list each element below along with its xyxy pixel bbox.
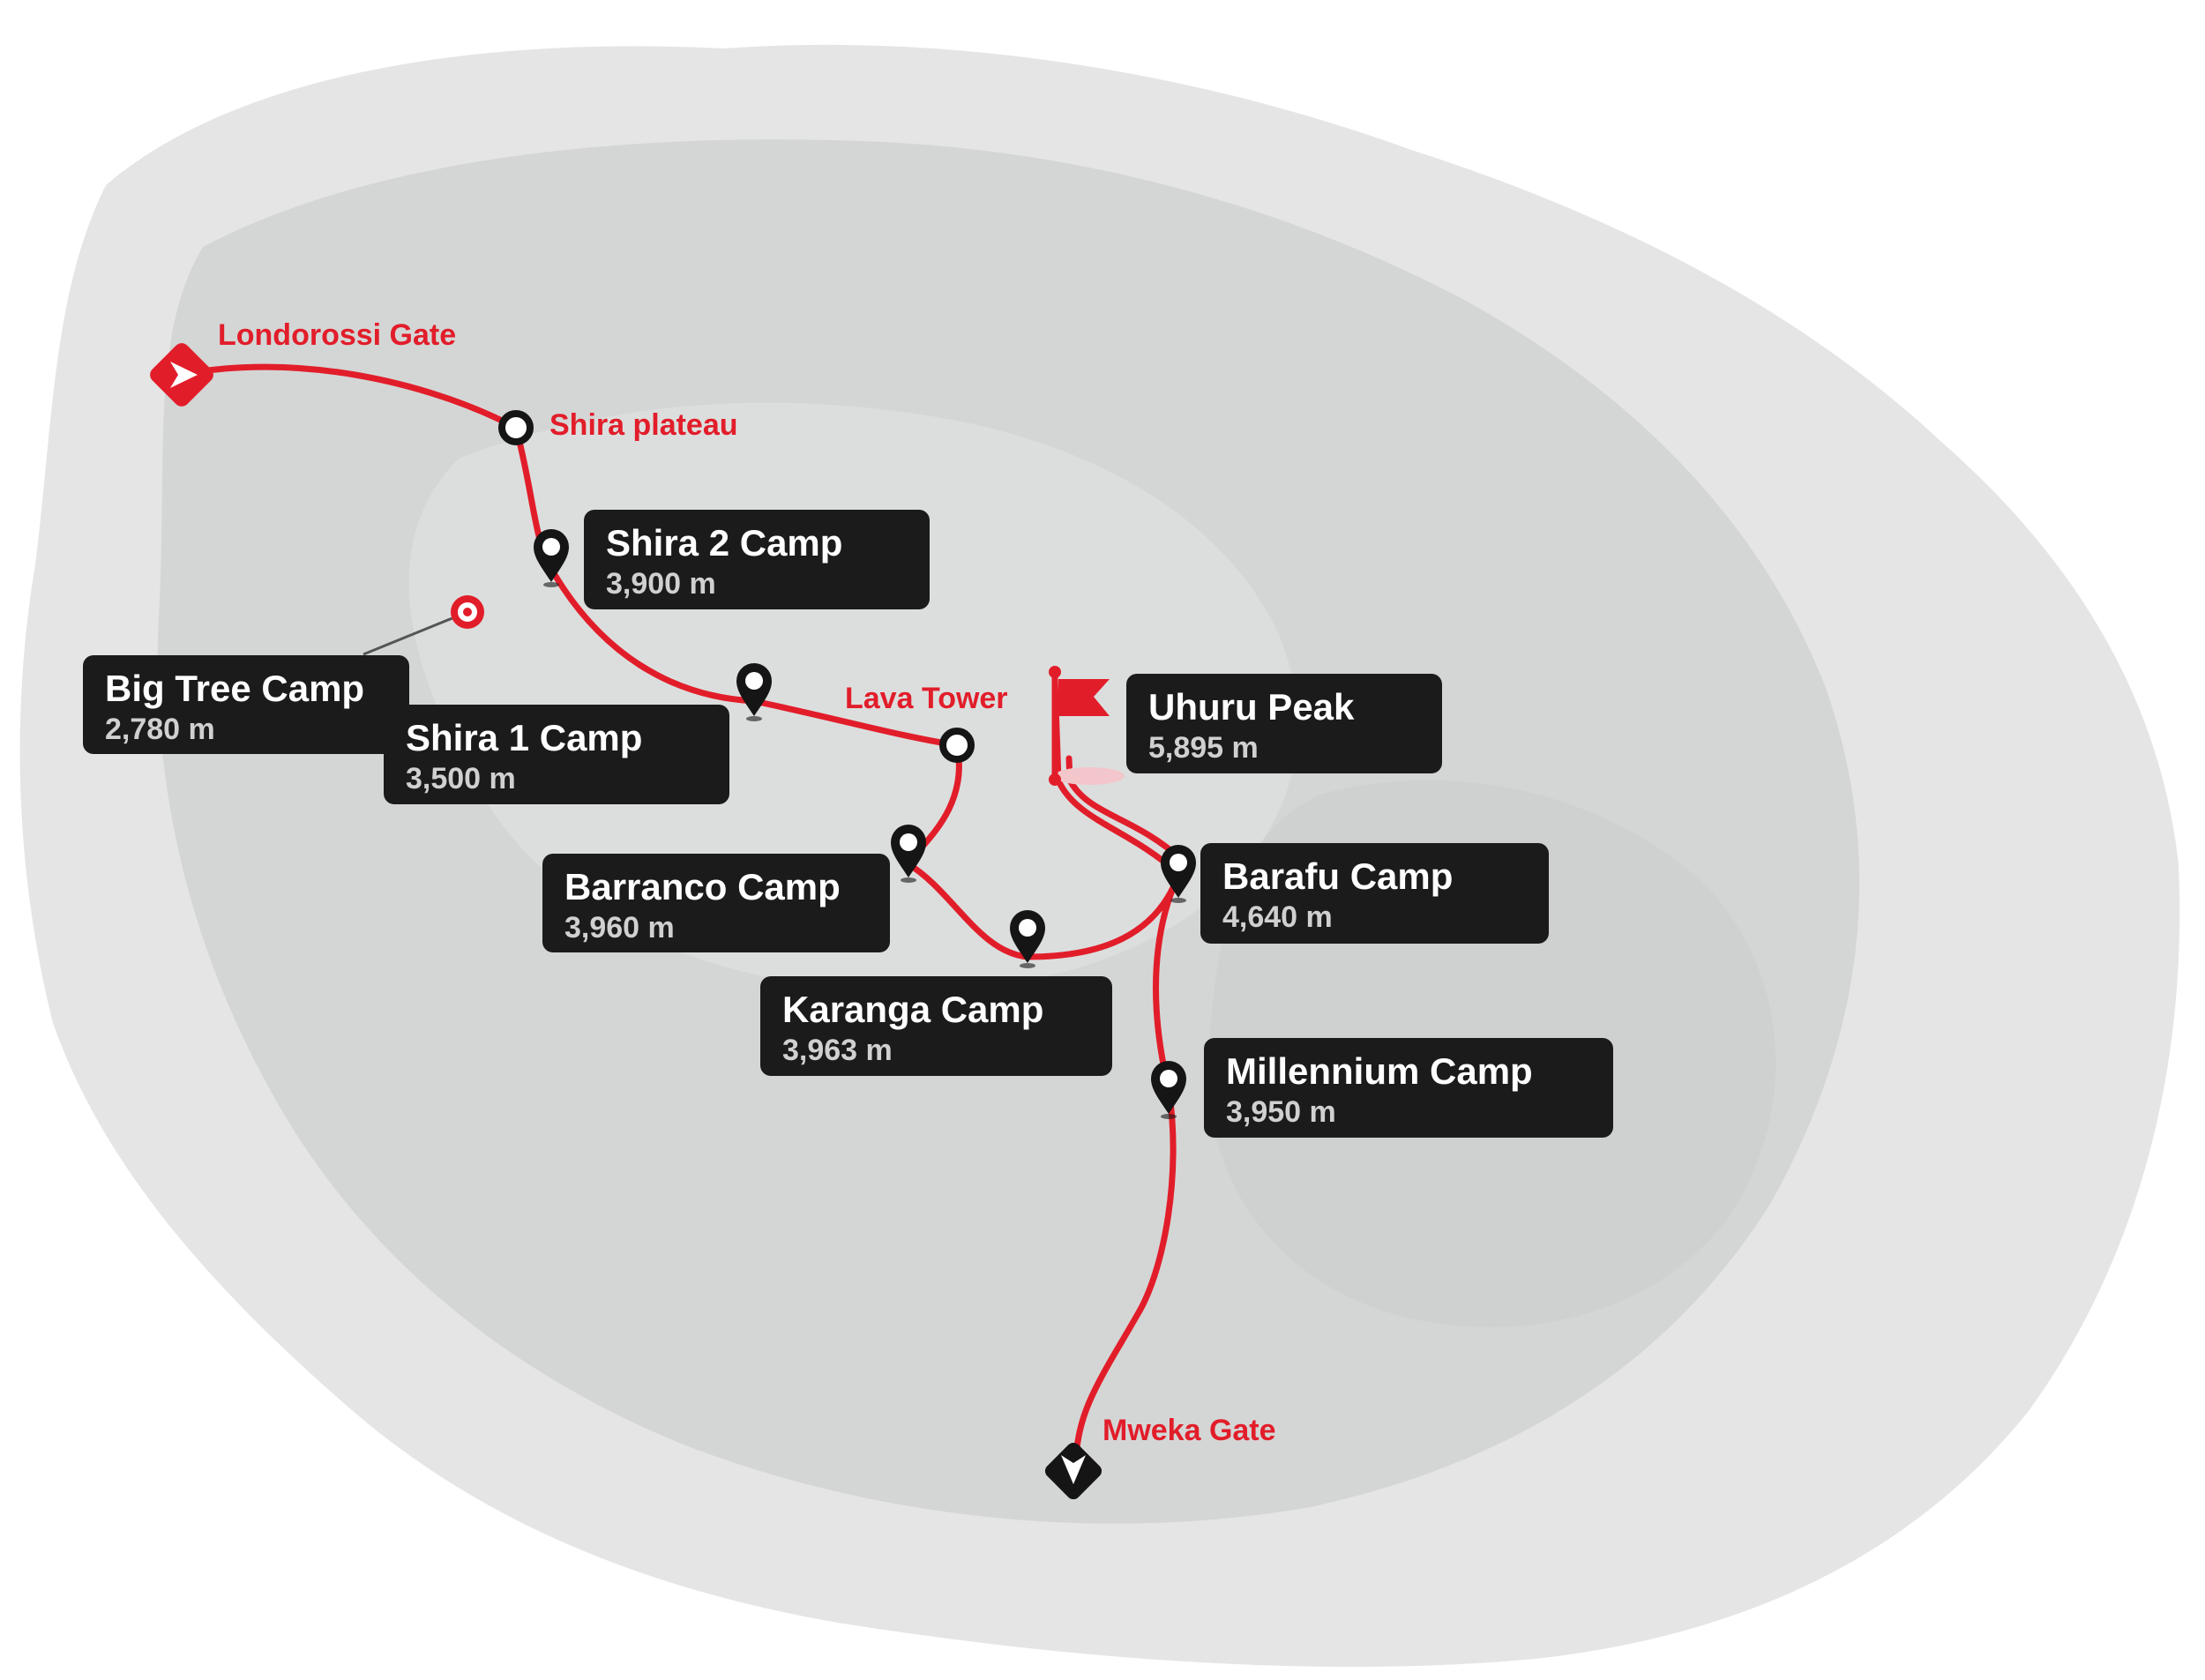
waypoint-ring-icon[interactable] [939,728,975,763]
londorossi-gate-label: Londorossi Gate [218,318,457,352]
camp-name: Karanga Camp [782,989,1044,1030]
camp-elevation: 3,950 m [1226,1095,1336,1129]
target-ring-icon[interactable] [451,595,484,629]
mweka-gate-label: Mweka Gate [1102,1414,1276,1447]
shira-1-camp-card[interactable]: Shira 1 Camp 3,500 m [384,705,729,804]
camp-name: Millennium Camp [1226,1050,1533,1092]
shira-plateau-label: Shira plateau [549,408,738,442]
barafu-camp-card[interactable]: Barafu Camp 4,640 m [1200,843,1549,944]
summit-descent-line [1065,755,1185,863]
shira-2-camp-card[interactable]: Shira 2 Camp 3,900 m [584,510,930,609]
camp-elevation: 3,960 m [564,911,675,945]
camp-name: Barranco Camp [564,866,841,907]
big-tree-camp-card[interactable]: Big Tree Camp 2,780 m [83,655,409,754]
start-gate-icon[interactable] [146,340,216,409]
uhuru-peak-card[interactable]: Uhuru Peak 5,895 m [1126,674,1442,773]
camp-name: Shira 2 Camp [606,522,843,564]
summit-flag-icon[interactable] [1049,666,1110,786]
end-gate-icon[interactable] [1043,1440,1105,1503]
lava-tower-label: Lava Tower [845,682,1008,715]
summit-ascent-line [1051,676,1181,877]
camp-elevation: 3,900 m [606,567,716,601]
terrain-background [19,44,2180,1668]
camp-elevation: 3,963 m [782,1034,893,1067]
big-tree-connector-line [363,610,468,656]
karanga-camp-card[interactable]: Karanga Camp 3,963 m [760,976,1112,1076]
camp-elevation: 2,780 m [105,713,215,746]
camp-name: Big Tree Camp [105,668,365,709]
camp-name: Shira 1 Camp [406,717,643,758]
summit-glow [1054,767,1125,785]
camp-name: Uhuru Peak [1148,686,1355,728]
camp-elevation: 4,640 m [1222,900,1333,934]
waypoint-ring-icon[interactable] [498,410,534,445]
barranco-camp-card[interactable]: Barranco Camp 3,960 m [542,854,890,952]
camp-name: Barafu Camp [1222,855,1454,897]
camp-elevation: 3,500 m [406,762,516,795]
millennium-camp-card[interactable]: Millennium Camp 3,950 m [1204,1038,1613,1138]
camp-elevation: 5,895 m [1148,731,1259,765]
